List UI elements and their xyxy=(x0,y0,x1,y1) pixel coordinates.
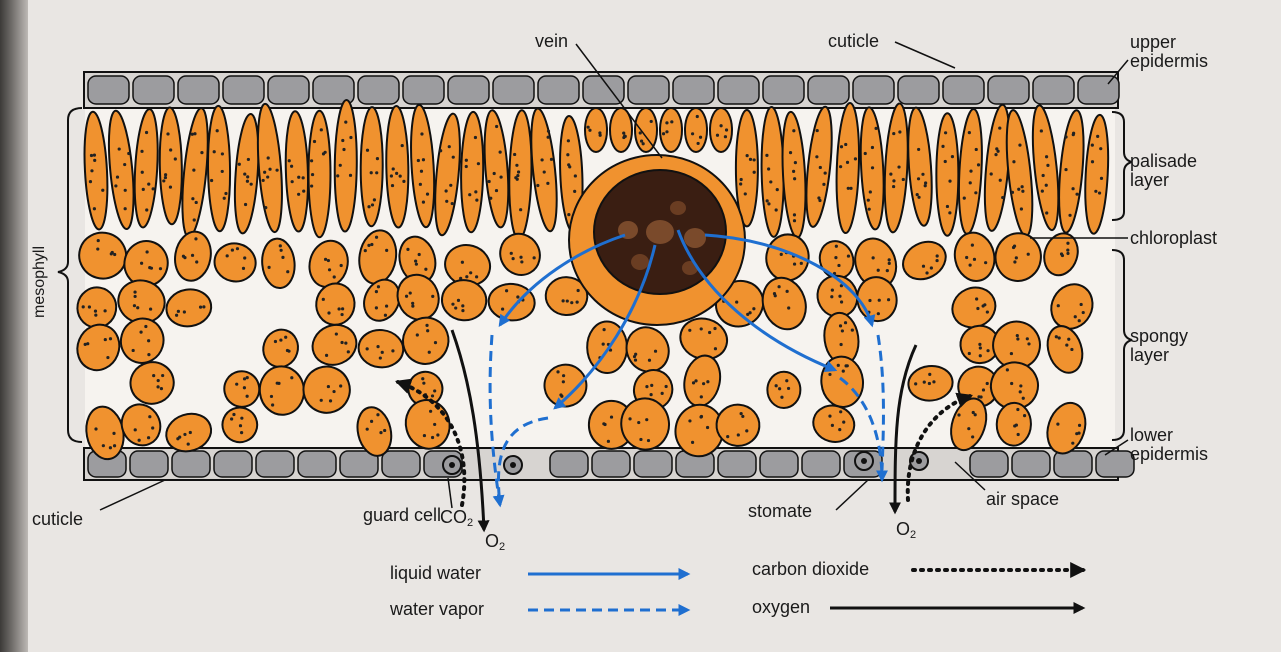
cuticle-top-label: cuticle xyxy=(828,32,879,51)
lower-epidermis-label: lower epidermis xyxy=(1130,426,1208,464)
legend-liquid-water: liquid water xyxy=(390,564,481,583)
palisade-line2: layer xyxy=(1130,171,1197,190)
legend-carbon-dioxide: carbon dioxide xyxy=(752,560,869,579)
palisade-line1: palisade xyxy=(1130,152,1197,171)
chloroplast-label: chloroplast xyxy=(1130,229,1217,248)
mesophyll-label: mesophyll xyxy=(30,246,49,318)
spongy-layer-label: spongy layer xyxy=(1130,327,1188,365)
vein-bundle xyxy=(569,155,745,325)
legend-oxygen: oxygen xyxy=(752,598,810,617)
o2-right-subscript: 2 xyxy=(910,529,916,541)
mesophyll-bracket xyxy=(58,108,82,442)
upper-epidermis-line2: epidermis xyxy=(1130,52,1208,71)
palisade-layer-label: palisade layer xyxy=(1130,152,1197,190)
upper-epidermis-label: upper epidermis xyxy=(1130,33,1208,71)
o2-left-text: O xyxy=(485,531,499,551)
co2-label: CO2 xyxy=(440,508,473,533)
guard-cell-label: guard cell xyxy=(363,506,441,525)
vein-label: vein xyxy=(535,32,568,51)
stomate-label: stomate xyxy=(748,502,812,521)
co2-subscript: 2 xyxy=(467,517,473,529)
co2-text: CO xyxy=(440,507,467,527)
spongy-line1: spongy xyxy=(1130,327,1188,346)
o2-right-text: O xyxy=(896,519,910,539)
lower-epidermis xyxy=(84,448,1134,480)
lower-epidermis-line1: lower xyxy=(1130,426,1208,445)
upper-epidermis-line1: upper xyxy=(1130,33,1208,52)
o2-right-label: O2 xyxy=(896,520,916,545)
spongy-line2: layer xyxy=(1130,346,1188,365)
legend-water-vapor: water vapor xyxy=(390,600,484,619)
o2-left-subscript: 2 xyxy=(499,541,505,553)
cuticle-bottom-label: cuticle xyxy=(32,510,83,529)
o2-left-label: O2 xyxy=(485,532,505,557)
lower-epidermis-line2: epidermis xyxy=(1130,445,1208,464)
air-space-label: air space xyxy=(986,490,1059,509)
